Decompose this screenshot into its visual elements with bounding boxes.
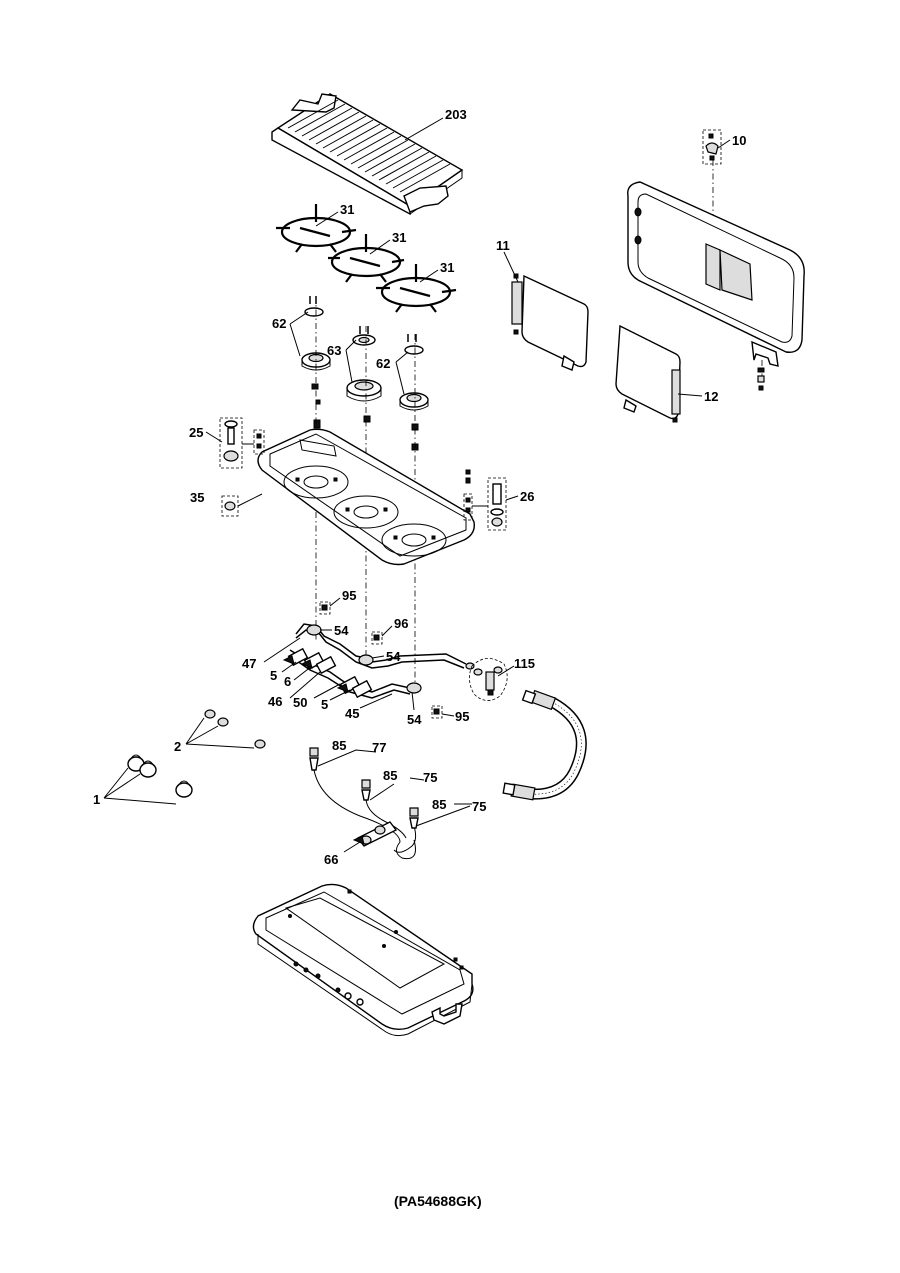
leader-5a bbox=[281, 661, 297, 673]
part-label-54a: 54 bbox=[334, 623, 349, 638]
leader-85b-75a bbox=[369, 777, 425, 801]
part-label-25: 25 bbox=[189, 425, 203, 440]
leader-26 bbox=[505, 495, 519, 501]
part-label-75a: 75 bbox=[423, 770, 437, 785]
leader-31c bbox=[419, 269, 439, 283]
pan-support-part bbox=[376, 264, 457, 313]
part-label-11: 11 bbox=[496, 238, 510, 253]
part-label-12: 12 bbox=[704, 389, 718, 404]
part-label-5a: 5 bbox=[270, 668, 277, 683]
side-panel-right-part bbox=[615, 324, 681, 423]
leader-31a bbox=[315, 211, 339, 227]
part-label-95a: 95 bbox=[342, 588, 356, 603]
part-label-31c: 31 bbox=[440, 260, 454, 275]
gas-hose-part bbox=[502, 689, 587, 801]
bezel-part bbox=[204, 709, 266, 749]
part-label-66: 66 bbox=[324, 852, 338, 867]
leader-1 bbox=[103, 767, 177, 805]
leader-6 bbox=[293, 665, 313, 681]
control-knob-part bbox=[127, 754, 193, 798]
leader-31b bbox=[369, 239, 391, 255]
leader-115 bbox=[497, 665, 515, 677]
part-label-85c: 85 bbox=[432, 797, 446, 812]
gas-manifold-part bbox=[282, 623, 475, 699]
burner-cap-part bbox=[346, 326, 382, 402]
part-label-95b: 95 bbox=[455, 709, 469, 724]
leader-5b bbox=[329, 689, 351, 701]
leader-54b bbox=[371, 655, 385, 659]
leader-54c bbox=[411, 691, 415, 711]
leader-62a bbox=[289, 311, 309, 357]
part-label-75b: 75 bbox=[472, 799, 486, 814]
part-label-35: 35 bbox=[190, 490, 204, 505]
lid-part bbox=[627, 181, 805, 367]
leader-12 bbox=[677, 393, 703, 397]
screw-part bbox=[371, 631, 383, 645]
part-label-45: 45 bbox=[345, 706, 359, 721]
pan-support-part bbox=[328, 234, 405, 283]
part-label-31b: 31 bbox=[392, 230, 406, 245]
gas-valve-taps bbox=[282, 647, 373, 699]
part-label-54b: 54 bbox=[386, 649, 401, 664]
screw-part bbox=[431, 705, 443, 719]
ignition-bracket-part bbox=[463, 469, 507, 531]
part-label-6: 6 bbox=[284, 674, 291, 689]
part-label-46: 46 bbox=[268, 694, 282, 709]
base-tray-part bbox=[252, 883, 474, 1037]
leader-95a bbox=[329, 597, 341, 607]
part-label-54c: 54 bbox=[407, 712, 422, 727]
leader-85c-75b bbox=[415, 803, 472, 827]
part-label-47: 47 bbox=[242, 656, 256, 671]
screw-part bbox=[319, 601, 331, 615]
side-panel-left-part bbox=[511, 273, 589, 371]
part-label-62b: 62 bbox=[376, 356, 390, 371]
grommet-part bbox=[221, 495, 239, 517]
part-label-2: 2 bbox=[174, 739, 181, 754]
part-label-115: 115 bbox=[514, 656, 535, 671]
leader-11 bbox=[503, 251, 519, 283]
leader-25 bbox=[205, 431, 223, 443]
leader-47 bbox=[263, 637, 301, 663]
part-label-85a: 85 bbox=[332, 738, 346, 753]
part-label-50: 50 bbox=[293, 695, 307, 710]
part-label-62a: 62 bbox=[272, 316, 286, 331]
griddle-plate-part bbox=[271, 93, 464, 216]
leader-2 bbox=[185, 717, 255, 749]
part-label-5b: 5 bbox=[321, 697, 328, 712]
part-label-31a: 31 bbox=[340, 202, 354, 217]
control-bracket-part bbox=[219, 417, 265, 469]
part-label-203: 203 bbox=[445, 107, 467, 122]
drawing-code: (PA54688GK) bbox=[394, 1193, 482, 1209]
leader-62b bbox=[395, 351, 409, 395]
hob-top-part bbox=[257, 428, 475, 566]
lid-hinge-part bbox=[702, 129, 765, 391]
part-label-96: 96 bbox=[394, 616, 408, 631]
injector-pipe-part bbox=[309, 747, 419, 860]
leader-63 bbox=[345, 339, 357, 383]
injector-nozzles bbox=[309, 747, 419, 829]
leader-203 bbox=[404, 117, 444, 141]
part-label-77: 77 bbox=[372, 740, 386, 755]
inlet-connector-part bbox=[469, 658, 508, 701]
pan-support-part bbox=[276, 204, 357, 253]
leader-50 bbox=[313, 683, 341, 699]
part-label-1: 1 bbox=[93, 792, 100, 807]
leader-46 bbox=[289, 671, 321, 699]
leader-85a-77 bbox=[317, 749, 377, 767]
leader-10 bbox=[717, 139, 731, 149]
leader-35-to-top bbox=[237, 493, 263, 507]
burner-cap-part bbox=[399, 334, 429, 411]
griddle-ribs bbox=[287, 99, 451, 193]
part-label-10: 10 bbox=[732, 133, 746, 148]
part-label-63: 63 bbox=[327, 343, 341, 358]
leader-66 bbox=[343, 841, 361, 853]
leader-96 bbox=[381, 625, 393, 637]
leader-95b bbox=[441, 713, 455, 717]
leader-45 bbox=[359, 693, 393, 709]
part-label-85b: 85 bbox=[383, 768, 397, 783]
part-label-26: 26 bbox=[520, 489, 534, 504]
